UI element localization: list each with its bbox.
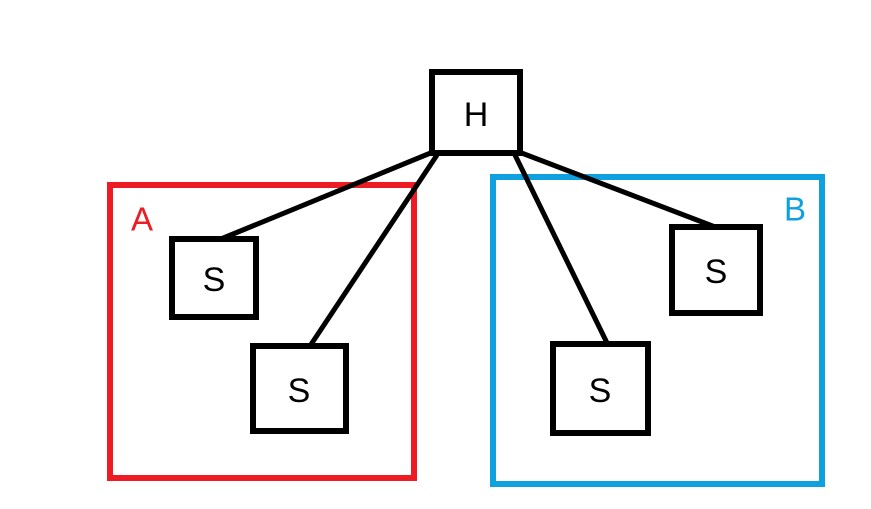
node-spoke-b1-label: S xyxy=(589,372,612,410)
node-spoke-b2-label: S xyxy=(705,253,728,291)
edge-hub-to-spoke-b2 xyxy=(518,149,724,233)
node-spoke-b2-box[interactable] xyxy=(669,224,763,316)
node-spoke-a1[interactable]: S xyxy=(169,236,259,320)
nodes: H S S S S xyxy=(169,69,763,436)
group-labels: A B xyxy=(131,191,806,238)
group-label-b: B xyxy=(784,191,806,228)
node-spoke-a2-label: S xyxy=(288,372,311,410)
group-label-a: A xyxy=(131,201,153,238)
node-spoke-a1-label: S xyxy=(203,261,226,299)
edge-hub-to-spoke-a1 xyxy=(215,149,434,244)
group-box-b[interactable] xyxy=(490,174,825,487)
group-box-a[interactable] xyxy=(107,182,417,481)
edges xyxy=(215,149,724,351)
node-hub[interactable]: H xyxy=(429,69,523,156)
node-spoke-a2-box[interactable] xyxy=(250,343,349,434)
node-spoke-b1-box[interactable] xyxy=(550,341,651,436)
edge-hub-to-spoke-b1 xyxy=(512,153,612,349)
node-hub-box[interactable] xyxy=(429,69,523,156)
node-spoke-a1-box[interactable] xyxy=(169,236,259,320)
edge-hub-to-spoke-a2 xyxy=(305,153,440,351)
node-spoke-b2[interactable]: S xyxy=(669,224,763,316)
node-hub-label: H xyxy=(464,96,489,134)
node-spoke-b1[interactable]: S xyxy=(550,341,651,436)
node-spoke-a2[interactable]: S xyxy=(250,343,349,434)
group-boxes xyxy=(107,174,825,487)
